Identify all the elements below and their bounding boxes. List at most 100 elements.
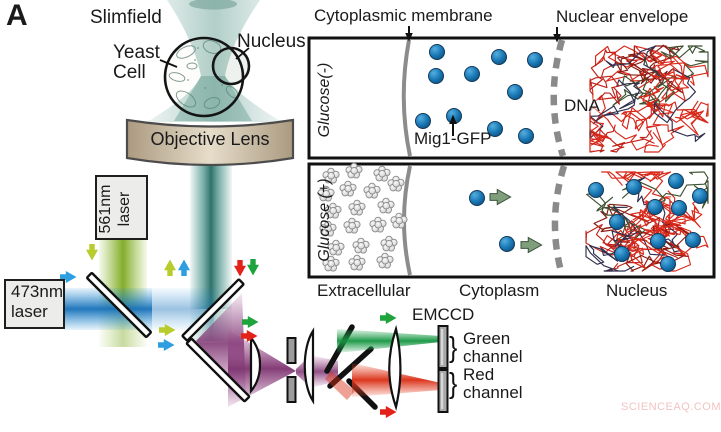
glucose-cluster <box>317 185 335 202</box>
relay-lens-2 <box>303 327 315 405</box>
glucose-cluster <box>339 180 357 197</box>
red-beam-arrow <box>380 406 397 418</box>
mig1-gfp-dot <box>464 66 480 82</box>
glucose-cluster <box>390 212 408 229</box>
dna-strand <box>621 171 709 209</box>
watermark: SCIENCEAQ.COM <box>621 401 721 413</box>
cytoplasm-label: Cytoplasm <box>459 281 540 300</box>
mig1-gfp-dot <box>692 188 708 204</box>
yeast-cell-outline <box>163 36 245 118</box>
imaging-lens <box>388 324 402 411</box>
green-beam-arrow <box>242 316 259 328</box>
mig1-gfp-dot <box>685 232 701 248</box>
glucose-cluster <box>348 254 366 271</box>
laser-561-label: 561nm laser <box>97 184 133 234</box>
dna-strand <box>630 191 709 225</box>
mig1-gfp-dot <box>650 233 666 249</box>
glucose-plus-label: Glucose (+) <box>316 178 333 262</box>
mig1-gfp-dot <box>487 121 503 137</box>
mig1-gfp-dot <box>428 68 444 84</box>
slimfield-label: Slimfield <box>90 7 162 28</box>
mig1-gfp-dot <box>491 49 507 65</box>
extracellular-label: Extracellular <box>317 281 411 300</box>
blue-beam-arrow <box>158 339 175 351</box>
mig1-gfp-dot <box>499 236 515 252</box>
green-emission-beam <box>337 329 441 353</box>
mig1-gfp-dots <box>415 44 708 272</box>
nuclear-import-arrow <box>520 236 543 254</box>
mig1-gfp-dot <box>671 200 687 216</box>
beam-direction-arrows <box>60 188 543 418</box>
nuclear-import-arrow <box>489 188 512 206</box>
slit-top <box>286 337 297 364</box>
slit-bottom <box>286 376 297 403</box>
nuclear-envelope-2 <box>551 165 568 276</box>
glucose-cluster <box>352 237 370 254</box>
nucleus-region-label: Nucleus <box>606 281 668 300</box>
relay-lens-1 <box>249 335 262 394</box>
mig1-gfp-dot <box>588 182 604 198</box>
glucose-molecules <box>317 162 408 272</box>
combined-beam <box>190 163 232 309</box>
laser-561-box: 561nm laser <box>95 175 148 240</box>
mig1-gfp-dot <box>660 256 676 272</box>
green-beam-arrow <box>380 312 397 324</box>
nuclear-envelope-1 <box>550 39 567 157</box>
mig1-gfp-dot <box>518 128 534 144</box>
nucleus-label: Nucleus <box>237 31 306 52</box>
glucose-cluster <box>319 220 337 237</box>
green-channel-brace: } <box>449 331 458 365</box>
yellowgreen-beam-arrow <box>164 259 176 276</box>
nucleus-outline <box>211 46 251 86</box>
membrane-pointer-arrow <box>405 33 413 42</box>
red-channel-brace: } <box>449 367 458 401</box>
panel-label: A <box>6 0 28 32</box>
cytoplasmic-membrane-label: Cytoplasmic membrane <box>314 6 493 25</box>
dna-label: DNA <box>564 96 600 115</box>
red-channel-label: Red channel <box>463 365 523 402</box>
yellowgreen-beam-arrow <box>86 244 98 261</box>
dna-strand <box>585 223 640 258</box>
cytoplasmic-membrane-1 <box>401 39 412 157</box>
dna-strand <box>605 45 706 142</box>
glucose-cluster <box>324 202 342 219</box>
dna-strand <box>589 107 659 153</box>
mig1-gfp-dot <box>626 179 642 195</box>
glucose-cluster <box>369 216 387 233</box>
light-cone-core <box>174 76 252 121</box>
envelope-pointer-arrow <box>553 34 561 43</box>
glucose-cluster <box>322 167 340 184</box>
dna-strand <box>625 222 689 272</box>
laser-473-box: 473nm laser <box>4 279 65 329</box>
dna-strand <box>634 101 709 146</box>
glucose-cluster <box>345 162 363 179</box>
glucose-cluster <box>376 252 394 269</box>
objective-lens <box>125 118 295 167</box>
dna-tangles <box>585 44 709 272</box>
yellowgreen-beam-arrow <box>159 324 176 336</box>
laser-473-label: 473nm laser <box>11 282 63 321</box>
blue-beam-arrow <box>60 271 77 283</box>
mig1-gfp-dot <box>507 84 523 100</box>
red-beam-arrow <box>241 330 258 342</box>
nuclear-envelope-label: Nuclear envelope <box>556 7 689 26</box>
dichroic-mirror-2 <box>181 278 245 342</box>
steering-mirror <box>185 337 251 403</box>
blue-beam-arrow <box>178 259 190 276</box>
dna-strand <box>589 49 622 105</box>
glucose-cluster <box>348 199 366 216</box>
mig1-gfp-dot <box>527 52 543 68</box>
glucose-minus-label: Glucose(-) <box>316 62 333 138</box>
mig1-gfp-dot <box>647 199 663 215</box>
red-beam-arrow <box>234 260 246 277</box>
dna-strand <box>616 44 675 85</box>
mig1-gfp-dot <box>429 44 445 60</box>
glucose-cluster <box>363 182 381 199</box>
mig1-gfp-label: Mig1-GFP <box>414 129 492 148</box>
dichroic-mirror-1 <box>86 272 152 338</box>
mig1-gfp-dot <box>415 113 431 129</box>
glucose-cluster <box>343 217 361 234</box>
glucose-cluster <box>377 197 395 214</box>
